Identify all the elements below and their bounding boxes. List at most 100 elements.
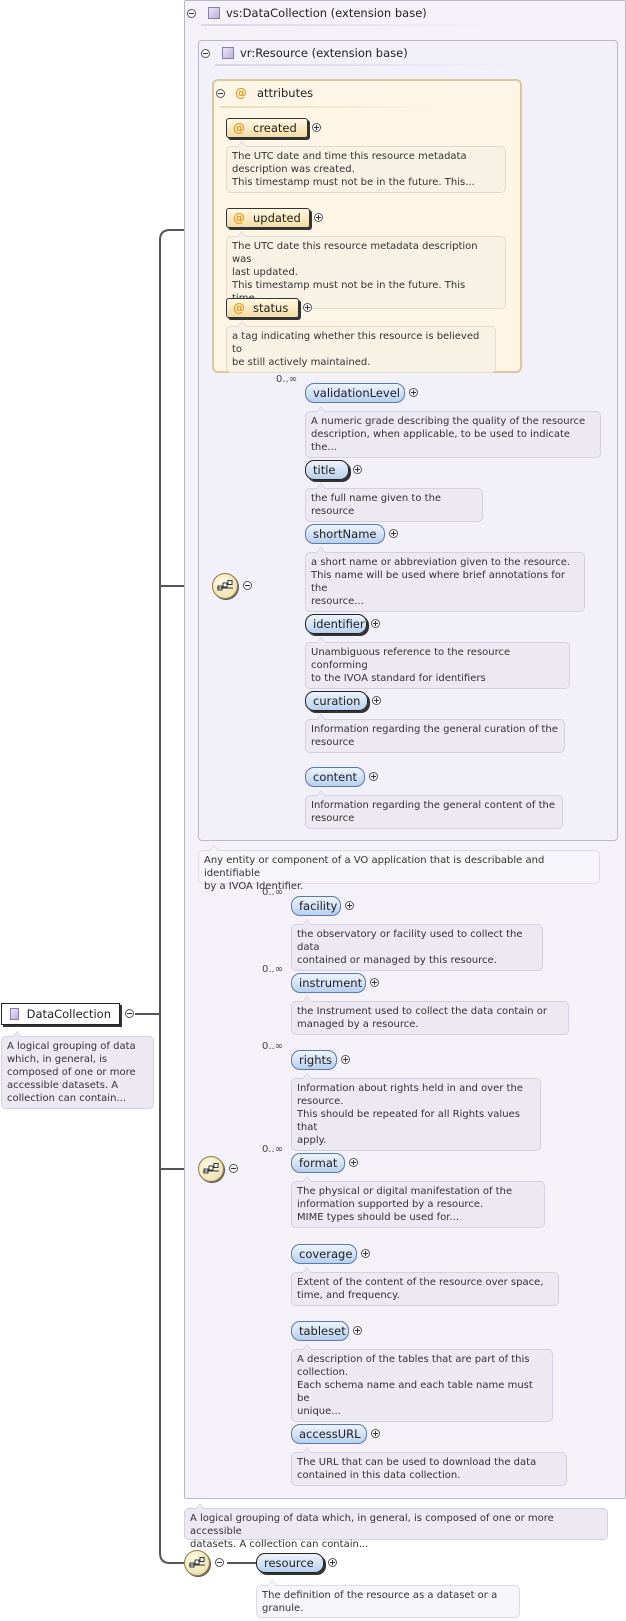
expand-icon[interactable] bbox=[328, 1558, 337, 1567]
description-line: Any entity or component of a VO applicat… bbox=[204, 855, 545, 879]
description-line: resource... bbox=[311, 596, 364, 607]
attribute-icon: @ bbox=[233, 211, 245, 225]
element-name: curation bbox=[313, 694, 361, 708]
attributes-header[interactable]: @ attributes bbox=[216, 86, 313, 100]
sequence-compositor-icon[interactable] bbox=[198, 1156, 224, 1182]
description-line: This name will be used where brief annot… bbox=[311, 570, 565, 594]
cardinality-label: 0..∞ bbox=[262, 1144, 284, 1155]
collapse-icon[interactable] bbox=[187, 8, 196, 18]
description-line: time, and frequency. bbox=[297, 1290, 400, 1301]
description-line: apply. bbox=[297, 1135, 327, 1146]
description-line: A description of the tables that are par… bbox=[297, 1354, 530, 1365]
element-curation[interactable]: curation bbox=[305, 691, 368, 711]
collapse-icon[interactable] bbox=[243, 581, 252, 590]
element-title[interactable]: title bbox=[305, 460, 349, 480]
expand-icon[interactable] bbox=[371, 619, 380, 628]
expand-icon[interactable] bbox=[371, 1429, 380, 1438]
root-element-datacollection[interactable]: DataCollection bbox=[1, 1003, 120, 1025]
expand-icon[interactable] bbox=[349, 1158, 358, 1167]
description-line: unique... bbox=[297, 1406, 341, 1417]
description-line: composed of one or more bbox=[7, 1067, 136, 1078]
extension-header-resource[interactable]: vr:Resource (extension base) bbox=[201, 46, 408, 60]
description-line: MIME types should be used for... bbox=[297, 1212, 460, 1223]
expand-icon[interactable] bbox=[389, 529, 398, 538]
expand-icon[interactable] bbox=[341, 1055, 350, 1064]
element-resource[interactable]: resource bbox=[256, 1553, 324, 1573]
description-line: a tag indicating whether this resource i… bbox=[232, 331, 480, 355]
description-line: Information regarding the general curati… bbox=[311, 724, 558, 735]
sequence-compositor-icon[interactable] bbox=[184, 1550, 210, 1576]
element-coverage[interactable]: coverage bbox=[291, 1244, 357, 1264]
element-description-title: the full name given to the resource bbox=[305, 483, 483, 522]
element-name: content bbox=[313, 770, 358, 784]
description-line: the observatory or facility used to coll… bbox=[297, 929, 523, 953]
element-description-format: The physical or digital manifestation of… bbox=[291, 1176, 545, 1228]
attribute-icon: @ bbox=[233, 121, 245, 135]
attribute-icon: @ bbox=[235, 86, 247, 100]
element-accessurl[interactable]: accessURL bbox=[291, 1424, 367, 1444]
element-name: instrument bbox=[299, 976, 363, 990]
complex-type-icon bbox=[222, 47, 234, 59]
description-line: resource bbox=[311, 813, 355, 824]
description-line: managed by a resource. bbox=[297, 1019, 419, 1030]
description-line: contained or managed by this resource. bbox=[297, 955, 497, 966]
attribute-created[interactable]: @ created bbox=[226, 118, 308, 138]
expand-icon[interactable] bbox=[370, 978, 379, 987]
element-name: coverage bbox=[299, 1247, 353, 1261]
element-name: updated bbox=[253, 211, 301, 225]
element-name: created bbox=[253, 121, 297, 135]
expand-icon[interactable] bbox=[372, 696, 381, 705]
expand-icon[interactable] bbox=[409, 388, 418, 397]
element-description-content: Information regarding the general conten… bbox=[305, 790, 563, 829]
collapse-icon[interactable] bbox=[201, 48, 210, 58]
element-name: shortName bbox=[313, 527, 377, 541]
description-line: Information about rights held in and ove… bbox=[297, 1083, 523, 1094]
expand-icon[interactable] bbox=[345, 901, 354, 910]
element-name: tableset bbox=[299, 1324, 346, 1338]
description-line: to the IVOA standard for identifiers bbox=[311, 673, 486, 684]
element-identifier[interactable]: identifier bbox=[305, 614, 367, 634]
attribute-updated[interactable]: @ updated bbox=[226, 208, 310, 228]
description-line: A logical grouping of data bbox=[7, 1041, 136, 1052]
element-name: rights bbox=[299, 1053, 333, 1067]
description-line: a short name or abbreviation given to th… bbox=[311, 557, 571, 568]
element-facility[interactable]: facility bbox=[291, 896, 341, 916]
collapse-icon[interactable] bbox=[216, 88, 225, 98]
element-name: accessURL bbox=[299, 1427, 361, 1441]
expand-icon[interactable] bbox=[312, 123, 321, 132]
element-shortname[interactable]: shortName bbox=[305, 524, 385, 544]
element-rights[interactable]: rights bbox=[291, 1050, 337, 1070]
description-line: The definition of the resource as a data… bbox=[262, 1590, 498, 1601]
element-description-coverage: Extent of the content of the resource ov… bbox=[291, 1267, 559, 1306]
description-line: last updated. bbox=[232, 267, 298, 278]
complex-type-icon bbox=[10, 1008, 19, 1020]
element-content[interactable]: content bbox=[305, 767, 365, 787]
element-validationlevel[interactable]: validationLevel bbox=[305, 383, 405, 403]
expand-icon[interactable] bbox=[369, 772, 378, 781]
collapse-icon[interactable] bbox=[125, 1009, 134, 1018]
description-line: The UTC date and time this resource meta… bbox=[232, 151, 467, 162]
element-instrument[interactable]: instrument bbox=[291, 973, 366, 993]
element-tableset[interactable]: tableset bbox=[291, 1321, 349, 1341]
description-line: granule. bbox=[262, 1603, 304, 1614]
collapse-icon[interactable] bbox=[229, 1164, 238, 1173]
description-line: The UTC date this resource metadata desc… bbox=[232, 241, 478, 265]
element-format[interactable]: format bbox=[291, 1153, 345, 1173]
sequence-compositor-icon[interactable] bbox=[212, 573, 238, 599]
expand-icon[interactable] bbox=[353, 1326, 362, 1335]
attribute-status[interactable]: @status bbox=[226, 298, 299, 318]
element-name: format bbox=[299, 1156, 338, 1170]
description-line: be still actively maintained. bbox=[232, 357, 371, 368]
description-line: The physical or digital manifestation of… bbox=[297, 1186, 513, 1197]
expand-icon[interactable] bbox=[314, 213, 323, 222]
element-description-shortname: a short name or abbreviation given to th… bbox=[305, 547, 585, 612]
element-description-instrument: the Instrument used to collect the data … bbox=[291, 996, 569, 1035]
extension-header-datacollection[interactable]: vs:DataCollection (extension base) bbox=[187, 6, 427, 20]
expand-icon[interactable] bbox=[353, 465, 362, 474]
description-line: Each schema name and each table name mus… bbox=[297, 1380, 533, 1404]
description-line: A logical grouping of data which, in gen… bbox=[190, 1513, 554, 1537]
collapse-icon[interactable] bbox=[215, 1558, 224, 1567]
expand-icon[interactable] bbox=[361, 1249, 370, 1258]
expand-icon[interactable] bbox=[303, 303, 312, 312]
description-line: This timestamp must not be in the future… bbox=[232, 177, 475, 188]
